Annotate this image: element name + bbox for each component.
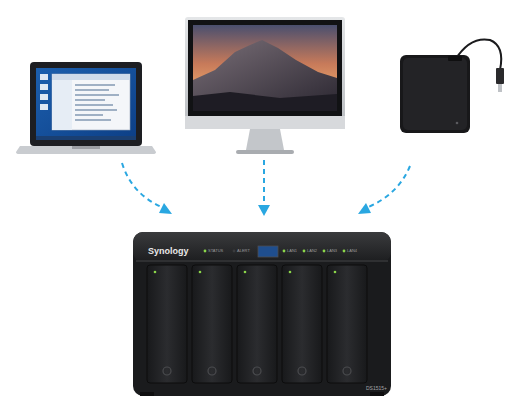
arrow-head xyxy=(159,203,371,216)
dashed-arrow xyxy=(122,160,410,208)
indicator-label: LAN2 xyxy=(307,249,317,253)
indicator-label: ALERT xyxy=(237,249,250,253)
indicator-label: STATUS xyxy=(208,249,223,253)
indicator-label: LAN3 xyxy=(327,249,337,253)
nas-enclosure xyxy=(133,232,391,396)
laptop xyxy=(16,62,156,154)
model-number: DS1515+ xyxy=(366,386,387,391)
desktop-monitor xyxy=(185,17,345,154)
external-hard-drive xyxy=(400,39,504,133)
indicator-label: LAN4 xyxy=(347,249,357,253)
indicator-label: LAN1 xyxy=(287,249,297,253)
drive-bay xyxy=(147,265,367,383)
brand-logo: Synology xyxy=(148,247,189,256)
